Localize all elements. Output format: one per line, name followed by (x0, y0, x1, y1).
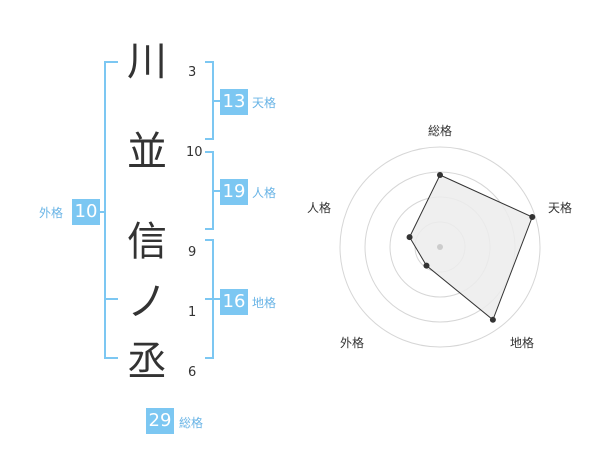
name-char-5: 丞 (127, 339, 167, 385)
gaikaku-label: 外格 (39, 206, 64, 220)
radar-point-3 (489, 316, 496, 323)
radar-ring (339, 146, 541, 348)
radar-axis-label-gaikaku: 外格 (340, 336, 365, 350)
name-char-2: 並 (127, 129, 167, 175)
soukaku-value: 29 (146, 408, 174, 434)
stroke-count-1: 3 (188, 65, 197, 80)
gaikaku-bracket (104, 61, 118, 359)
radar-axis-label-jinkaku: 人格 (307, 201, 332, 215)
gaikaku-value: 10 (72, 199, 100, 225)
radar-points (406, 172, 536, 323)
jinkaku-label: 人格 (252, 186, 277, 200)
radar-point-4 (423, 262, 430, 269)
stroke-count-2: 10 (186, 145, 203, 160)
name-char-4: ノ (127, 279, 167, 325)
radar-axis-label-chikaku: 地格 (510, 336, 535, 350)
tenkaku-value: 13 (220, 89, 248, 115)
name-char-3: 信 (127, 219, 167, 265)
stroke-count-5: 6 (188, 365, 197, 380)
stroke-count-4: 1 (188, 305, 197, 320)
radar-point-5 (406, 234, 413, 241)
radar-point-1 (437, 172, 443, 178)
jinkaku-value: 19 (220, 179, 248, 205)
chikaku-value: 16 (220, 289, 248, 315)
radar-center (437, 244, 443, 250)
radar-polygon (408, 174, 533, 321)
soukaku-label: 総格 (179, 416, 204, 430)
radar-axis-label-tenkaku: 天格 (548, 201, 573, 215)
radar-axis-label-soukaku: 総格 (428, 124, 453, 138)
name-char-1: 川 (127, 39, 167, 85)
tenkaku-label: 天格 (252, 96, 277, 110)
stroke-count-3: 9 (188, 245, 197, 260)
radar-point-2 (529, 214, 536, 221)
chikaku-label: 地格 (252, 296, 277, 310)
